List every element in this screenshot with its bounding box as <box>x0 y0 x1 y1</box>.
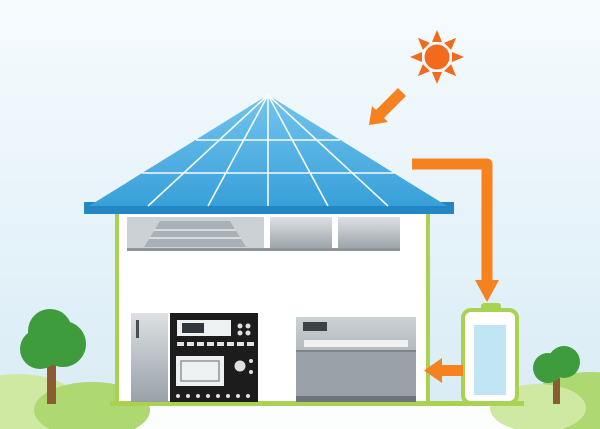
dishwasher-kick-plate <box>296 396 416 402</box>
window <box>338 217 400 250</box>
arrow-roof-to-battery-head <box>475 280 499 302</box>
dishwasher-divider <box>296 350 416 352</box>
arrow-roof-to-battery <box>412 158 493 280</box>
tree-foliage <box>20 309 86 369</box>
sun-icon <box>410 30 464 84</box>
microwave-controls <box>176 359 253 398</box>
display-screen <box>182 323 204 333</box>
arrow-sun-to-roof <box>369 88 406 125</box>
kitchen-appliance-stack <box>131 313 258 402</box>
range-hood-slats <box>149 229 241 239</box>
solar-panel-roof <box>84 94 454 214</box>
tree-trunk <box>553 378 560 404</box>
tree-trunk <box>47 360 56 404</box>
arrow-battery-to-appliance-shaft <box>442 365 463 376</box>
dishwasher-control-panel <box>303 322 327 331</box>
arrow-battery-to-appliance-head <box>424 358 442 383</box>
storage-battery <box>461 303 519 405</box>
battery-cell <box>474 325 506 395</box>
tree-foliage <box>533 346 580 383</box>
window <box>270 217 332 250</box>
house <box>115 209 430 405</box>
window-sill-line <box>127 248 400 251</box>
microwave-window-frame <box>180 360 220 382</box>
dishwasher-door <box>296 352 416 396</box>
sun-core <box>424 44 450 70</box>
appliance-buttons <box>177 323 254 346</box>
dishwasher-handle-slot <box>304 340 408 347</box>
solar-panel-grid <box>142 94 394 207</box>
range-hood <box>144 221 246 247</box>
cabinet-handle <box>136 320 139 338</box>
window-band <box>127 217 400 251</box>
energy-flow-arrows <box>369 88 499 383</box>
dishwasher <box>296 317 416 402</box>
